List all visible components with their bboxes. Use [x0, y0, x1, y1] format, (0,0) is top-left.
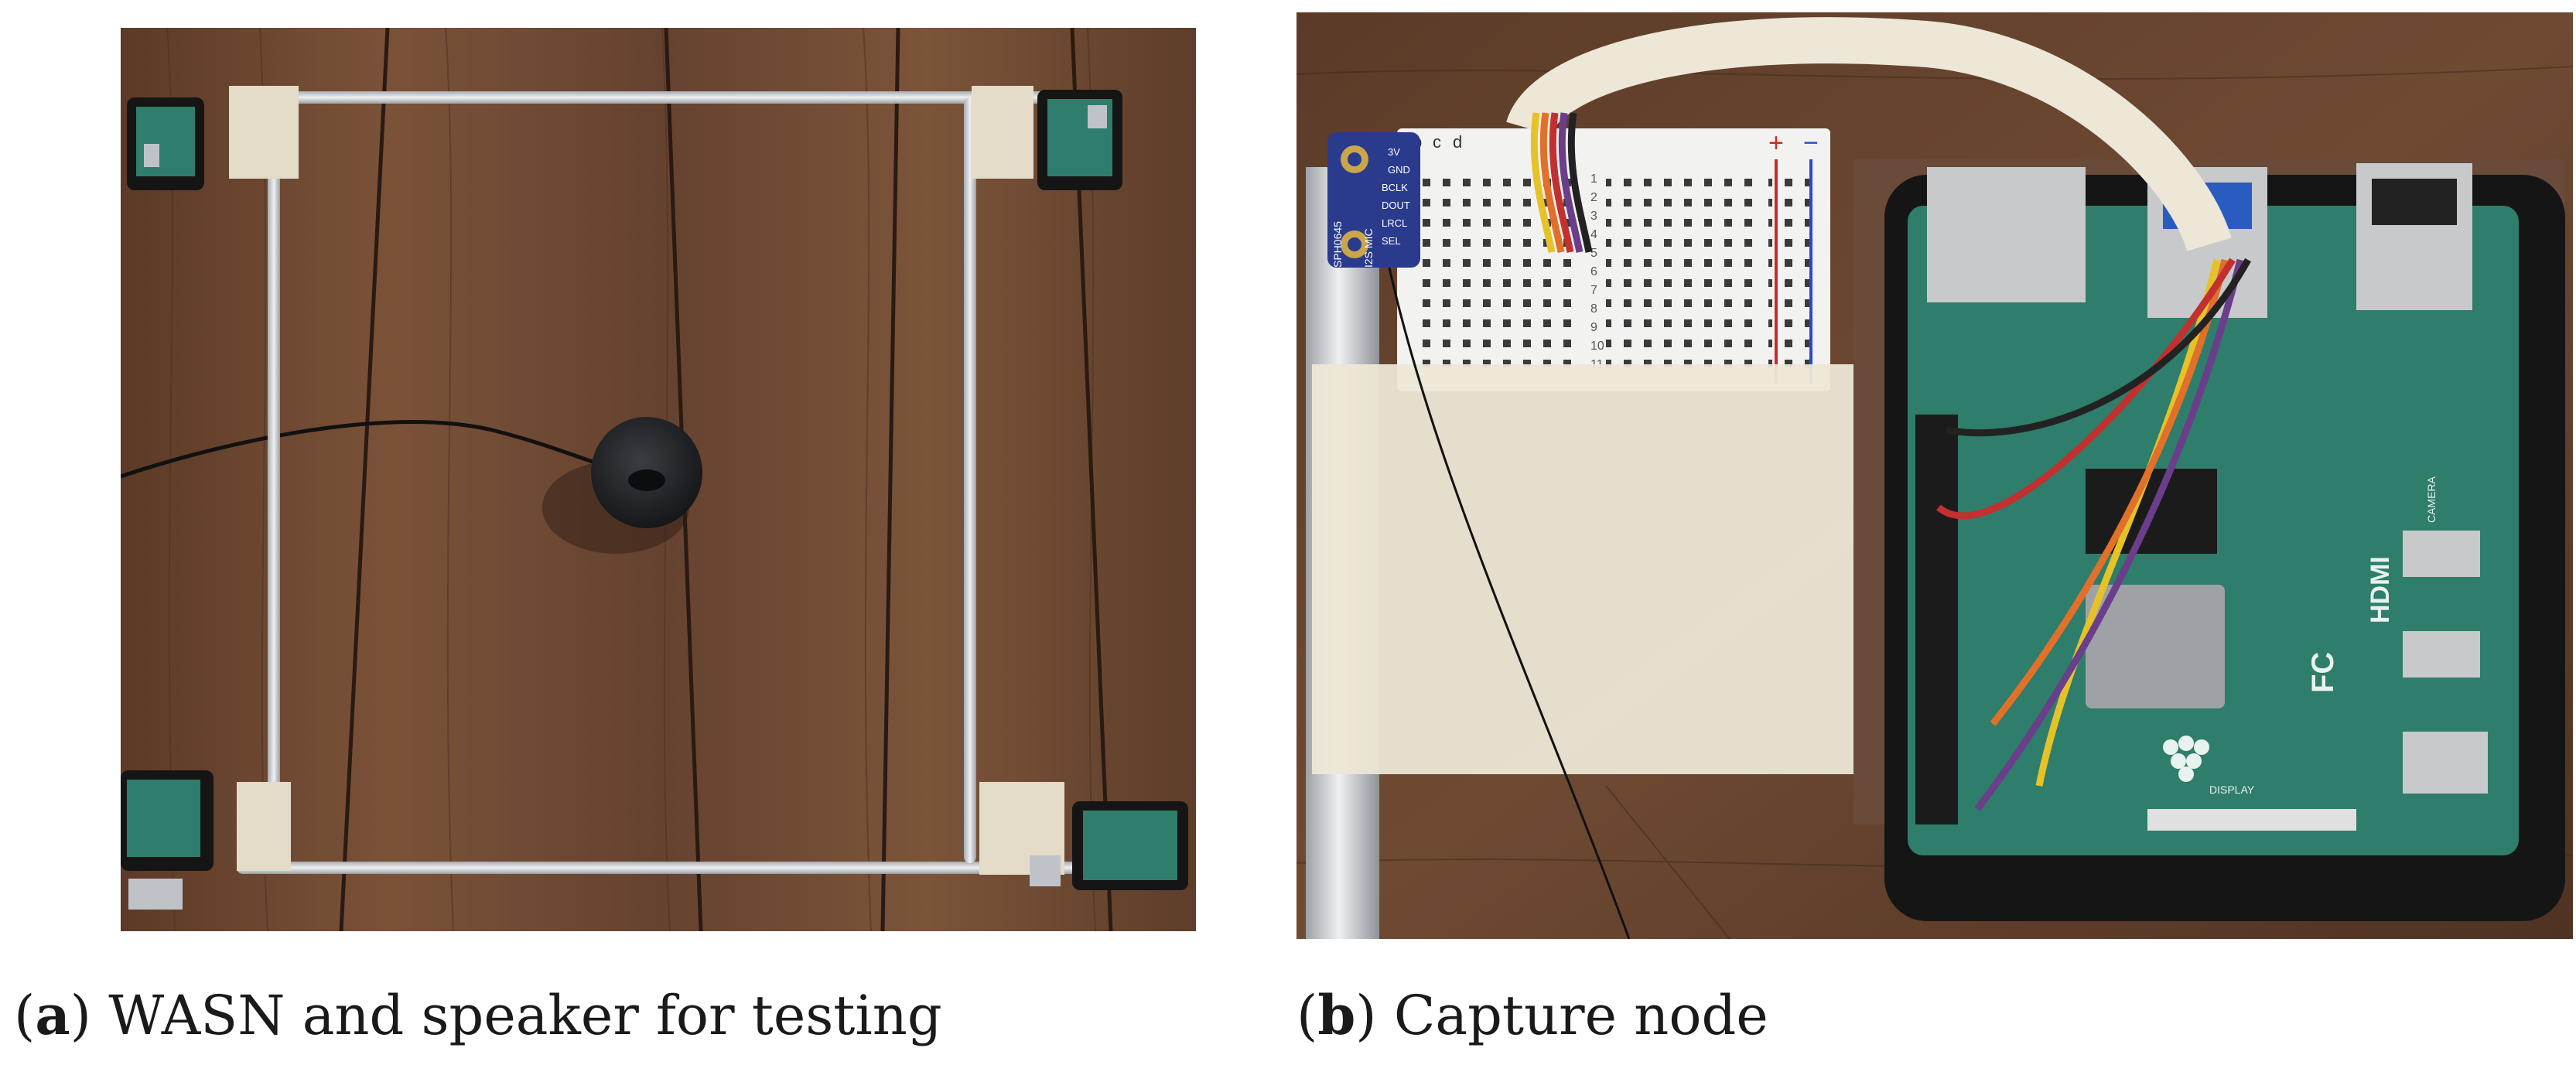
pin-label-3v: 3V: [1388, 146, 1400, 158]
masking-tape: [1312, 364, 1853, 774]
caption-panel-b: (b) Capture node: [1297, 983, 1768, 1047]
node-top-right: [972, 86, 1122, 190]
breadboard-row-number: 2: [1590, 191, 1597, 204]
mic-wire: [1388, 267, 1631, 939]
pin-label-dout: DOUT: [1382, 200, 1410, 211]
breadboard-row-number: 9: [1590, 321, 1597, 334]
hdmi-label: HDMI: [2366, 556, 2395, 623]
column-label-c: c: [1433, 132, 1441, 152]
caption-letter-b: b: [1317, 983, 1356, 1047]
frame-rod-left: [268, 97, 280, 863]
caption-text-a: WASN and speaker for testing: [108, 984, 942, 1047]
micro-hdmi-2: [2403, 631, 2480, 678]
camera-label: CAMERA: [2425, 476, 2438, 523]
micro-hdmi-1: [2403, 531, 2480, 577]
caption-text-b: Capture node: [1393, 984, 1768, 1047]
column-label-d: d: [1453, 132, 1462, 152]
caption-letter-a: a: [35, 983, 70, 1047]
speaker-center: [628, 469, 665, 491]
breadboard-row-number: 8: [1590, 302, 1597, 316]
breadboard-row-number: 1: [1590, 172, 1597, 186]
i2s-mic-breakout: SPH0645 I2S MIC 3V GND BCLK DOUT LRCL SE…: [1327, 132, 1420, 268]
pin-label-bclk: BCLK: [1382, 182, 1408, 193]
node-bottom-right: [979, 782, 1188, 890]
rail-minus-label: −: [1803, 128, 1819, 158]
frame-rod-right: [964, 97, 976, 863]
pin-label-gnd: GND: [1388, 164, 1410, 176]
wasn-photo-svg: [121, 28, 1196, 931]
frame-rod-bottom: [237, 862, 1088, 874]
caption-panel-a: (a) WASN and speaker for testing: [14, 983, 942, 1047]
jumper-wires: [1506, 17, 2251, 811]
pin-label-sel: SEL: [1382, 235, 1401, 247]
breakout-interface-label: I2S MIC: [1362, 228, 1375, 268]
breadboard-row-number: 3: [1590, 210, 1597, 223]
display-label: DISPLAY: [2209, 783, 2255, 796]
raspberry-logo: [2163, 736, 2209, 782]
photo-wasn-setup: [121, 28, 1196, 931]
soc-chip: [2086, 585, 2225, 708]
rail-plus-label: +: [1768, 128, 1784, 158]
fcc-label: FC: [2306, 652, 2340, 693]
breadboard: b c d + −: [1397, 128, 1830, 391]
node-top-left: [127, 86, 299, 190]
breadboard-row-number: 6: [1590, 265, 1597, 278]
gpio-header: [1915, 415, 1958, 824]
breadboard-row-number: 4: [1590, 228, 1597, 241]
capture-node-photo-svg: b c d + − SPH0645 I2S MIC 3V GND BCLK DO…: [1297, 12, 2573, 939]
display-connector: [2147, 809, 2356, 831]
pin-label-lrcl: LRCL: [1382, 217, 1407, 229]
usb-c-port: [2403, 732, 2488, 794]
breadboard-row-number: 7: [1590, 284, 1597, 297]
photo-capture-node: b c d + − SPH0645 I2S MIC 3V GND BCLK DO…: [1297, 12, 2573, 939]
node-bottom-left: [121, 770, 291, 910]
breadboard-row-number: 10: [1590, 340, 1604, 353]
frame-rod-top: [268, 91, 1111, 104]
ethernet-port: [1927, 167, 2086, 302]
speaker-cable: [121, 420, 617, 479]
breakout-part-label: SPH0645: [1331, 221, 1344, 268]
breadboard-row-number: 5: [1590, 247, 1597, 260]
